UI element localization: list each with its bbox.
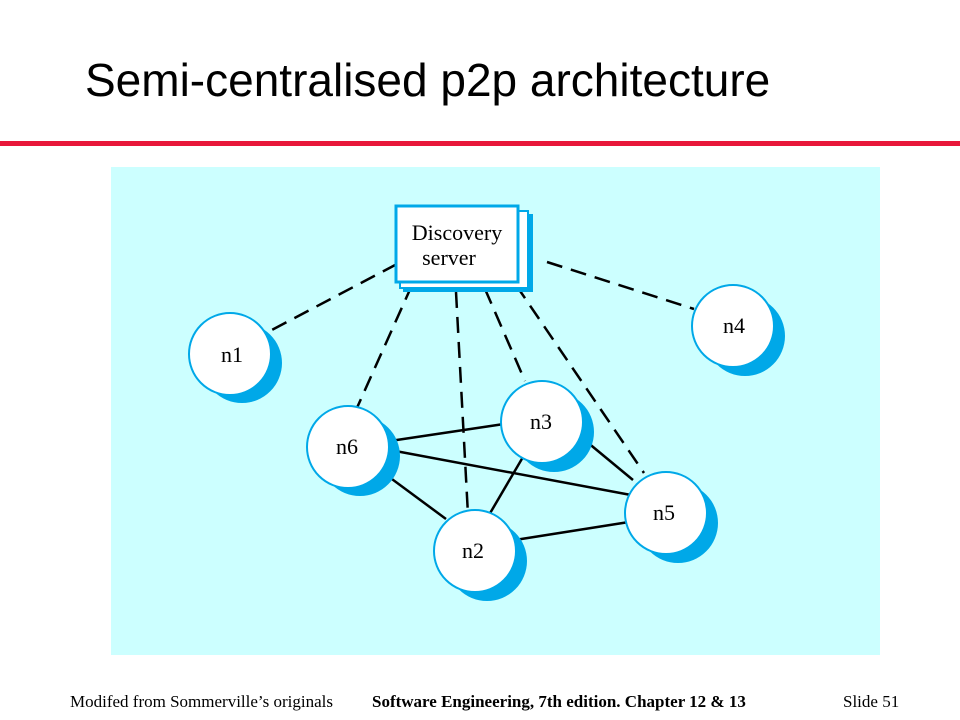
node-n3-circle <box>500 380 584 464</box>
node-n3: n3 <box>500 380 594 472</box>
peer-link-n6-n3 <box>389 422 505 443</box>
node-n6-label: n6 <box>336 434 358 459</box>
node-n2-label: n2 <box>462 538 484 563</box>
node-n6-circle <box>306 405 390 489</box>
node-n2-circle <box>433 509 517 593</box>
footer-attribution: Modifed from Sommerville’s originals <box>70 692 333 711</box>
node-n3-label: n3 <box>530 409 552 434</box>
node-n6: n6 <box>306 405 400 496</box>
server-link-n4 <box>546 260 695 311</box>
server-label-line2: server <box>422 245 476 270</box>
title-divider <box>0 141 960 146</box>
node-n1: n1 <box>188 312 282 403</box>
server-link-n6 <box>354 284 414 411</box>
footer-book-title: Software Engineering, 7th edition. Chapt… <box>372 692 746 711</box>
peer-link-n3-n2 <box>487 456 525 516</box>
server-link-n5 <box>514 284 646 474</box>
peer-link-n2-n5 <box>514 520 630 542</box>
node-n5: n5 <box>624 471 718 563</box>
node-n5-circle <box>624 471 708 555</box>
server-box <box>394 204 520 284</box>
node-n4-circle <box>691 284 775 368</box>
node-n5-label: n5 <box>653 500 675 525</box>
footer-slide-number: Slide 51 <box>843 692 900 711</box>
node-n4-label: n4 <box>723 313 745 338</box>
node-n1-circle <box>188 312 272 396</box>
discovery-server: Discovery server <box>394 204 533 292</box>
server-label-line1: Discovery <box>412 220 502 245</box>
title-divider-bar <box>0 141 960 146</box>
server-links <box>267 260 695 516</box>
server-link-n2 <box>454 291 470 516</box>
peer-link-n6-n5 <box>389 448 632 497</box>
p2p-diagram: Discovery server n1 n4 n6 n3 n5 n2 <box>111 167 880 655</box>
node-n1-label: n1 <box>221 342 243 367</box>
node-n2: n2 <box>433 509 527 601</box>
slide-title: Semi-centralised p2p architecture <box>85 54 771 106</box>
node-n4: n4 <box>691 284 785 376</box>
server-link-n3 <box>483 288 527 382</box>
